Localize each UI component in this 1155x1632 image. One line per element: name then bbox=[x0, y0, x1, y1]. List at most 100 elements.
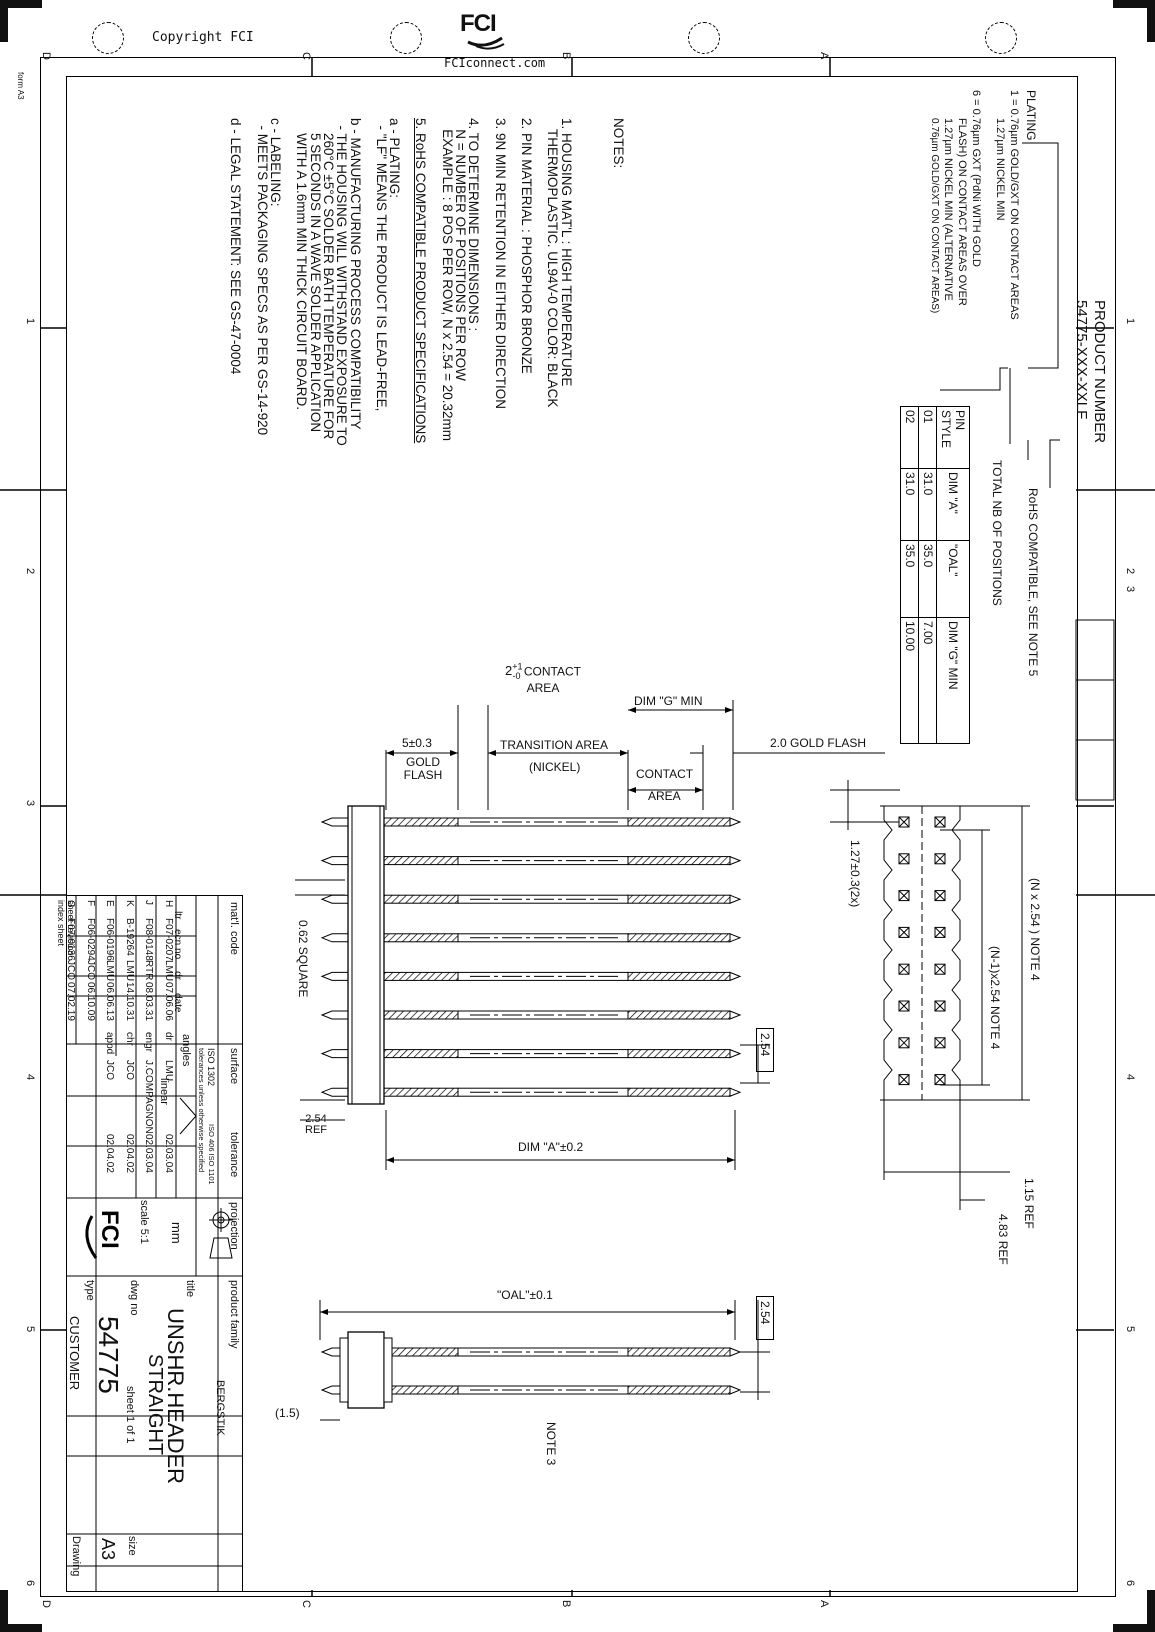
centering-mark bbox=[688, 22, 720, 54]
square-label: 0.62 SQUARE bbox=[296, 920, 310, 998]
corner-mark-br bbox=[1147, 1590, 1155, 1632]
contact-square bbox=[934, 816, 946, 828]
contact-square bbox=[898, 926, 910, 938]
fci-logo-icon: FCI bbox=[85, 1210, 123, 1259]
revision-cell: E bbox=[104, 900, 116, 907]
iso-standards: ISO 406 ISO 1101 bbox=[207, 1124, 216, 1185]
ref-483-label: 4.83 REF bbox=[996, 1214, 1010, 1265]
contact-square bbox=[934, 1037, 946, 1049]
contact-square bbox=[898, 816, 910, 828]
revision-cell: F07-0207 bbox=[163, 918, 174, 961]
brand-name: FCI bbox=[460, 10, 497, 37]
revision-cell: JCO bbox=[84, 960, 96, 980]
contact-square bbox=[934, 926, 946, 938]
pin bbox=[320, 1010, 742, 1020]
revision-cell: LMU bbox=[123, 960, 135, 982]
contact-square bbox=[934, 890, 946, 902]
title-label: title bbox=[184, 1280, 196, 1298]
centering-mark bbox=[390, 22, 422, 54]
pitch-box: 2.54 bbox=[756, 1028, 774, 1072]
revision-cell: 07.02.19 bbox=[65, 982, 76, 1021]
sheet-label: sheet 1 of 1 bbox=[124, 1386, 136, 1444]
revision-cell: J bbox=[143, 900, 155, 905]
tolerance-label: tolerance bbox=[228, 1132, 240, 1178]
contact-square bbox=[898, 1000, 910, 1012]
end-view bbox=[830, 780, 1030, 1210]
surface-label: surface bbox=[228, 1048, 240, 1085]
signature-cell: dr bbox=[163, 1032, 174, 1041]
contact-square bbox=[898, 963, 910, 975]
centering-mark bbox=[92, 22, 124, 54]
revision-row: JF08-0148RTR08.03.31 bbox=[143, 900, 154, 1026]
contact-square bbox=[934, 963, 946, 975]
type-label: type bbox=[84, 1280, 96, 1301]
corner-mark-tr bbox=[1113, 0, 1155, 8]
drawing-number: 54775 bbox=[93, 1316, 124, 1394]
corner-mark-br bbox=[1113, 1624, 1155, 1632]
revision-cell: LMU bbox=[104, 960, 116, 982]
scale-label: scale 5:1 bbox=[138, 1200, 150, 1245]
pin bbox=[320, 1048, 742, 1059]
signature-cell: JCO bbox=[104, 1060, 116, 1080]
revision-cell: F08-0148 bbox=[143, 918, 155, 961]
product-family-label: product family bbox=[228, 1280, 240, 1349]
revision-cell: JCO bbox=[65, 960, 76, 980]
contact-square bbox=[898, 1037, 910, 1049]
contact-square bbox=[898, 890, 910, 902]
revision-cell: 08.03.31 bbox=[143, 982, 155, 1021]
pitch-value: 2.54 bbox=[758, 1301, 772, 1325]
oal-label: "OAL"±0.1 bbox=[497, 1288, 553, 1302]
contact-square bbox=[898, 853, 910, 865]
corner-mark-bl bbox=[0, 1590, 8, 1632]
revision-cell: F06-0294 bbox=[84, 918, 96, 961]
pin bbox=[320, 817, 742, 827]
pin bbox=[320, 933, 742, 943]
pitch-value: 2.54 bbox=[758, 1033, 772, 1057]
housing bbox=[347, 805, 385, 1105]
revision-cell: 06.10.09 bbox=[84, 982, 96, 1021]
signature-cell: chr bbox=[123, 1032, 135, 1046]
contact-square bbox=[934, 1000, 946, 1012]
projection-icon bbox=[209, 1208, 233, 1259]
centering-mark bbox=[985, 22, 1017, 54]
type-value: CUSTOMER bbox=[67, 1316, 82, 1391]
revision-cell: F06-0196 bbox=[104, 918, 116, 961]
revision-cell: LMU bbox=[163, 960, 174, 982]
signature-cell: 02.03.04 bbox=[163, 1134, 174, 1173]
size-label: size bbox=[126, 1536, 138, 1556]
revision-row: FF06-0294JCO06.10.09 bbox=[85, 900, 96, 1026]
nickel-label: (NICKEL) bbox=[529, 760, 581, 774]
signature-row: drLMU02.03.04 bbox=[163, 1032, 174, 1178]
surface-check-icon bbox=[179, 1097, 197, 1135]
transition-area-label: TRANSITION AREA bbox=[500, 738, 609, 752]
corner-mark-tl bbox=[0, 0, 8, 42]
n1-length-label: (N-1)x2.54 NOTE 4 bbox=[988, 946, 1002, 1050]
dim-g-label: DIM "G" MIN bbox=[634, 694, 703, 708]
signature-cell: JCO bbox=[123, 1060, 135, 1080]
housing-side bbox=[347, 1331, 385, 1409]
pin bbox=[320, 1087, 742, 1097]
note-3-callout: NOTE 3 bbox=[544, 1422, 558, 1466]
pitch-box-side: 2.54 bbox=[756, 1296, 774, 1340]
signature-cell: 02.03.04 bbox=[143, 1134, 155, 1173]
revision-row: H F07-0207LMU07.06.06 bbox=[163, 900, 174, 1026]
contact-label: CONTACT bbox=[636, 767, 694, 781]
corner-mark-tl bbox=[0, 0, 42, 8]
signature-cell: J.COMPAGNON bbox=[143, 1060, 155, 1134]
signature-cell: appd bbox=[104, 1032, 116, 1055]
gold-flash-length: 5±0.3 bbox=[402, 736, 432, 750]
svg-text:FCI: FCI bbox=[96, 1210, 123, 1249]
pitch-2x-label: 1.27±0.3(2x) bbox=[848, 840, 862, 908]
iso-label: ISO 1302 bbox=[206, 1048, 216, 1087]
revision-row: KB-19264LMU14.10.31 bbox=[124, 900, 135, 1026]
ref-115-label: 1.15 REF bbox=[1022, 1178, 1036, 1229]
revision-cell: 07.06.06 bbox=[163, 982, 174, 1021]
gold-flash-2-label: 2.0 GOLD FLASH bbox=[770, 736, 867, 750]
pin bbox=[320, 855, 742, 866]
area-label: AREA bbox=[648, 789, 681, 803]
size-value: A3 bbox=[98, 1538, 118, 1561]
revision-cell: H bbox=[163, 900, 174, 908]
dim-a-label: DIM "A"±0.2 bbox=[518, 1140, 584, 1154]
